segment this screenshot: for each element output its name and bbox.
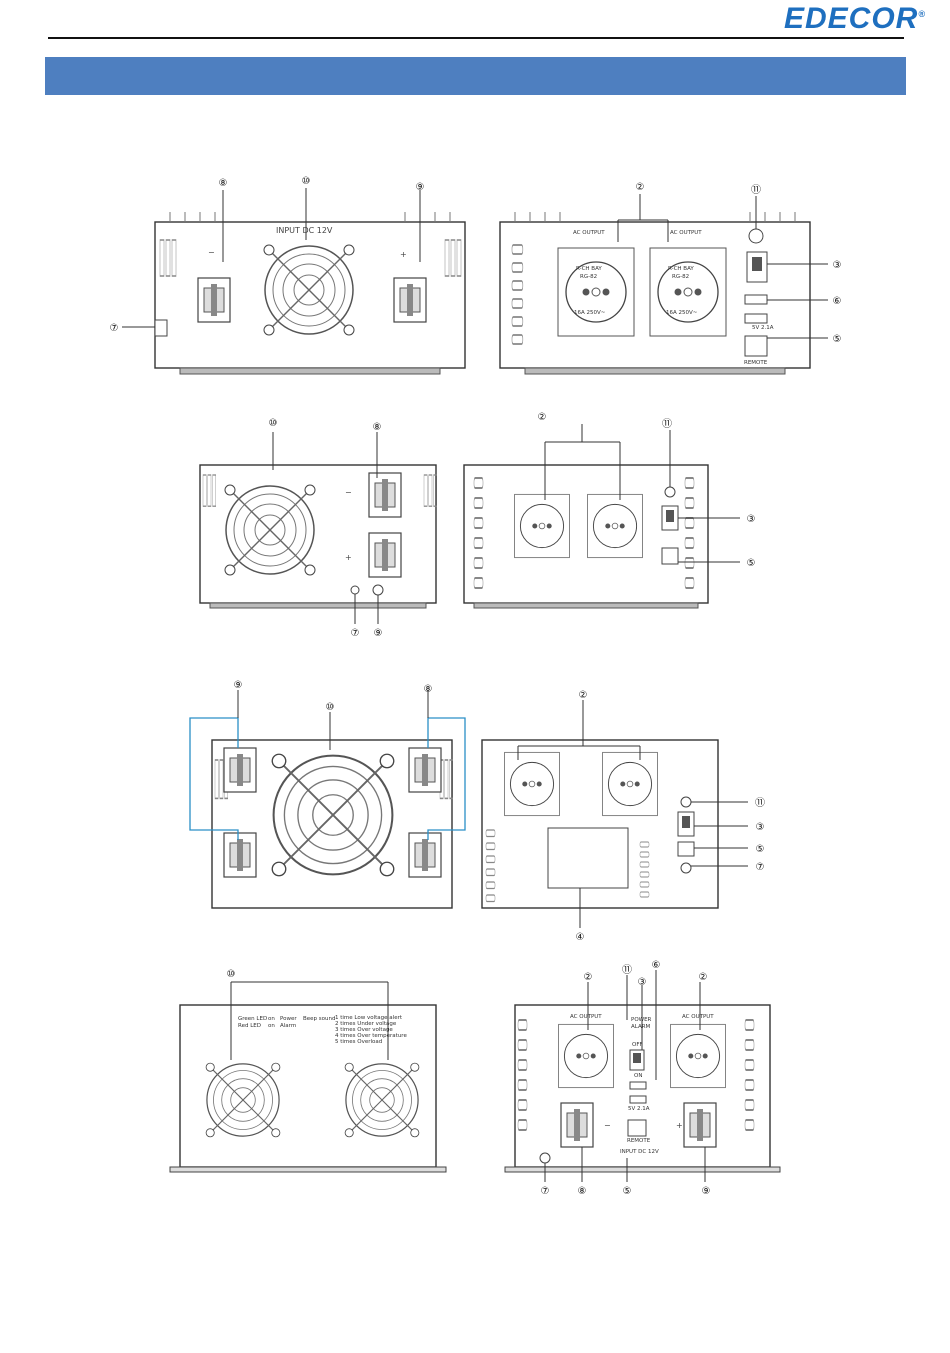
logo-mark: ®: [918, 9, 926, 19]
header-rule: [48, 37, 904, 39]
plus-label-lower: +: [676, 1121, 683, 1130]
row4-ac-dc-panel: AC OUTPUT AC OUTPUT POWER ALARM OFF ON 5…: [504, 960, 781, 1197]
remote-label-1: REMOTE: [744, 360, 768, 366]
red-led-on: on: [268, 1023, 275, 1029]
callout-8: ⑧: [219, 178, 228, 189]
beep-sound-label: Beep sound: [303, 1016, 335, 1022]
callout-3-r2: ③: [747, 514, 756, 525]
callout-3-r4: ③: [638, 977, 647, 988]
minus-label-2: −: [345, 488, 352, 497]
callout-11-r4: ⑪: [622, 964, 632, 976]
alarm-led-label: ALARM: [631, 1024, 651, 1030]
input-dc-label: INPUT DC 12V: [276, 226, 333, 235]
alarm-status: Alarm: [280, 1023, 296, 1029]
minus-label: −: [208, 248, 215, 257]
ac-output-lower-1: AC OUTPUT: [570, 1014, 602, 1020]
brand-logo: EDECOR®: [784, 2, 926, 36]
callout-2-r4b: ②: [699, 972, 708, 983]
callout-5: ⑤: [833, 334, 842, 345]
logo-text: EDECOR: [784, 2, 919, 35]
callout-5-r4: ⑤: [623, 1186, 632, 1197]
callout-2-r3: ②: [579, 690, 588, 701]
socket2-model-2: RG-82: [672, 274, 689, 280]
red-led-label: Red LED: [238, 1023, 261, 1029]
ac-output-lower-2: AC OUTPUT: [682, 1014, 714, 1020]
callout-10-r3: ⑩: [326, 702, 335, 713]
usb-rating-label: 5V 2.1A: [752, 325, 774, 331]
row3-ac-panel: ② ④ ⑪ ③ ⑤ ⑦: [481, 690, 765, 943]
beep-5: 5 times Overload: [335, 1039, 382, 1045]
callout-9-r2: ⑨: [374, 628, 383, 639]
callout-9-r4: ⑨: [702, 1186, 711, 1197]
callout-11-r2: ⑪: [662, 418, 672, 430]
row4-fan-panel: Green LED Red LED on on Power Alarm Beep…: [169, 969, 447, 1173]
socket2-model-1: R-CH BAY: [668, 266, 694, 272]
callout-5-r2: ⑤: [747, 558, 756, 569]
minus-label-lower: −: [604, 1121, 611, 1130]
callout-8-r3: ⑧: [424, 684, 433, 695]
callout-6: ⑥: [833, 296, 842, 307]
socket2-rating: 16A 250V~: [666, 310, 698, 316]
plus-label-2: +: [345, 553, 352, 562]
ac-output-label-1: AC OUTPUT: [573, 230, 605, 236]
callout-4: ④: [576, 932, 585, 943]
callout-10-r2: ⑩: [269, 418, 278, 429]
row1-ac-panel: R-CH BAY RG-82 16A 250V~ R-CH BAY RG-82 …: [499, 182, 842, 375]
callout-10-r4: ⑩: [227, 969, 236, 980]
usb-rating-lower: 5V 2.1A: [628, 1106, 650, 1112]
callout-8-r2: ⑧: [373, 422, 382, 433]
plus-label: +: [400, 250, 407, 259]
input-dc-lower: INPUT DC 12V: [620, 1149, 659, 1155]
row2-dc-panel: − + ⑩ ⑧ ⑦ ⑨: [199, 418, 438, 639]
callout-11-r3: ⑪: [755, 797, 765, 809]
green-led-label: Green LED: [238, 1016, 267, 1022]
switch-on-label: ON: [634, 1073, 642, 1079]
switch-off-label: OFF: [632, 1042, 643, 1048]
power-led-label: POWER: [631, 1017, 652, 1023]
row2-ac-panel: ② ⑪ ③ ⑤: [463, 412, 756, 609]
socket1-model-1: R-CH BAY: [576, 266, 602, 272]
beep-2: 2 times Under voltage: [335, 1021, 397, 1027]
callout-6-r4: ⑥: [652, 960, 661, 971]
callout-8-r4: ⑧: [578, 1186, 587, 1197]
callout-7: ⑦: [110, 323, 119, 334]
row1-dc-panel: INPUT DC 12V − + ⑧ ⑩ ⑨ ⑦: [110, 176, 466, 375]
socket1-model-2: RG-82: [580, 274, 597, 280]
callout-9: ⑨: [416, 182, 425, 193]
callout-3: ③: [833, 260, 842, 271]
callout-7-r4: ⑦: [541, 1186, 550, 1197]
beep-3: 3 times Over voltage: [335, 1027, 393, 1033]
callout-3-r3: ③: [756, 822, 765, 833]
callout-7-r3: ⑦: [756, 862, 765, 873]
callout-10: ⑩: [302, 176, 311, 187]
power-status: Power: [280, 1016, 297, 1022]
callout-2: ②: [636, 182, 645, 193]
callout-2-r2: ②: [538, 412, 547, 423]
callout-5-r3: ⑤: [756, 844, 765, 855]
beep-1: 1 time Low voltage alert: [335, 1015, 403, 1021]
green-led-on: on: [268, 1016, 275, 1022]
callout-9-r3: ⑨: [234, 680, 243, 691]
row3-dc-panel: ⑨ ⑧ ⑩: [189, 680, 466, 909]
remote-label-lower: REMOTE: [627, 1138, 651, 1144]
ac-output-label-2: AC OUTPUT: [670, 230, 702, 236]
socket1-rating: 16A 250V~: [574, 310, 606, 316]
callout-7-r2: ⑦: [351, 628, 360, 639]
beep-4: 4 times Over temperature: [335, 1033, 407, 1039]
callout-11: ⑪: [751, 184, 761, 196]
section-title-band: [45, 57, 906, 95]
callout-2-r4a: ②: [584, 972, 593, 983]
